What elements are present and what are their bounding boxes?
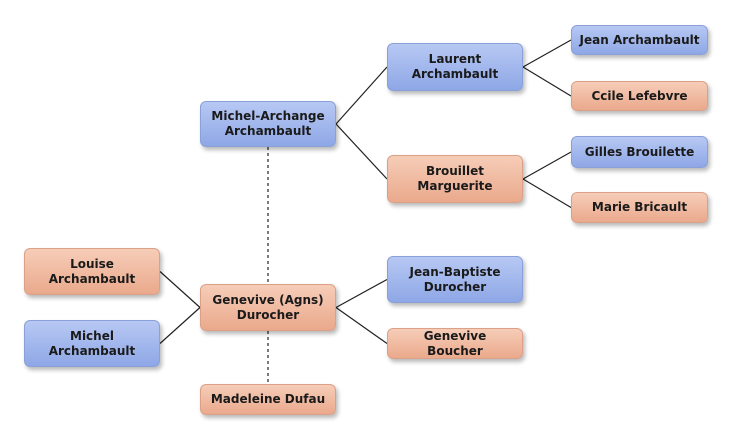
person-node-michel[interactable]: Michel Archambault — [24, 320, 160, 367]
person-node-marie[interactable]: Marie Bricault — [571, 192, 708, 223]
person-node-brouillet[interactable]: Brouillet Marguerite — [387, 155, 523, 203]
parent-link-laurent-to-ccile — [522, 66, 572, 97]
person-node-ccile[interactable]: Ccile Lefebvre — [571, 81, 708, 111]
parent-link-laurent-to-jean — [522, 39, 572, 68]
person-node-genevive-boucher[interactable]: Genevive Boucher — [387, 328, 523, 359]
person-node-jean[interactable]: Jean Archambault — [571, 25, 708, 55]
parent-link-michel-archange-to-brouillet — [335, 123, 388, 180]
parent-link-brouillet-to-marie — [522, 178, 572, 209]
parent-link-michel-to-genevive-agns — [159, 307, 201, 344]
parent-link-louise-to-genevive-agns — [159, 271, 201, 308]
parent-link-genevive-agns-to-jean-baptiste — [335, 278, 388, 309]
person-node-gilles[interactable]: Gilles Brouilette — [571, 136, 708, 168]
person-node-laurent[interactable]: Laurent Archambault — [387, 43, 523, 91]
person-node-genevive-agns[interactable]: Genevive (Agns) Durocher — [200, 284, 336, 331]
person-node-louise[interactable]: Louise Archambault — [24, 248, 160, 295]
parent-link-brouillet-to-gilles — [522, 151, 572, 180]
person-node-madeleine[interactable]: Madeleine Dufau — [200, 384, 336, 415]
person-node-michel-archange[interactable]: Michel-Archange Archambault — [200, 101, 336, 147]
parent-link-michel-archange-to-laurent — [335, 66, 388, 125]
person-node-jean-baptiste[interactable]: Jean-Baptiste Durocher — [387, 256, 523, 303]
parent-link-genevive-agns-to-genevive-boucher — [335, 307, 388, 344]
